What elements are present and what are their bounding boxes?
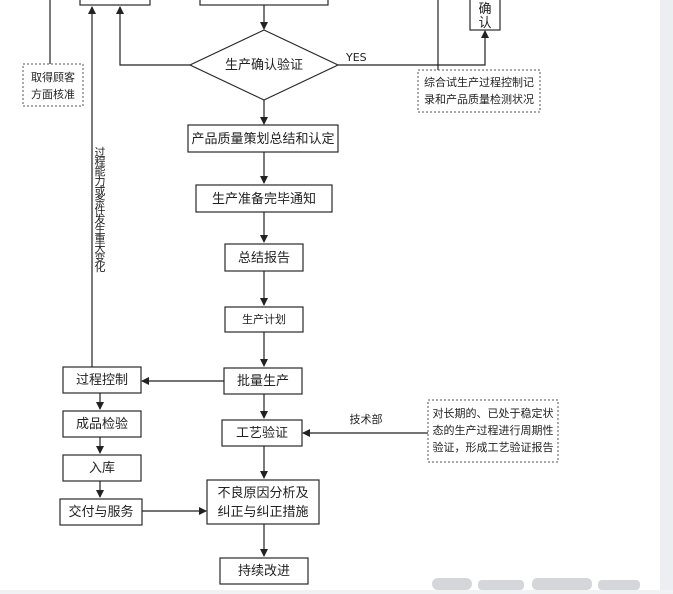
confirm-label: 确认 xyxy=(478,2,491,31)
delivery-box xyxy=(59,498,143,526)
summary-label: 总结报告 xyxy=(238,251,290,266)
tech-dept-label: 技术部 xyxy=(350,412,383,426)
feedback-vertical-label: 过程能力或条件发生重大变化 xyxy=(95,146,106,274)
right-gutter xyxy=(660,0,673,590)
delivery-label: 交付与服务 xyxy=(68,504,133,520)
prod-plan-label: 生产计划 xyxy=(242,312,286,326)
periodic-verify-box xyxy=(427,399,559,463)
top-left-box xyxy=(79,0,151,6)
customer-approval-label: 取得顾客方面核准 xyxy=(31,70,75,101)
warehouse-label: 入库 xyxy=(89,460,115,476)
production-verify-label: 生产确认验证 xyxy=(225,57,303,73)
yes-label: YES xyxy=(345,51,367,64)
root-cause-label: 不良原因分析及纠正与纠正措施 xyxy=(217,485,308,520)
yes-arrow xyxy=(338,30,489,66)
craft-verify-box xyxy=(221,419,303,447)
warehouse-box xyxy=(62,454,142,482)
continuous-box xyxy=(219,557,309,585)
connector-arrow xyxy=(116,6,190,66)
comprehensive-box xyxy=(417,69,541,113)
top-center-box xyxy=(199,0,329,6)
process-control-box xyxy=(62,366,142,394)
root-cause-box xyxy=(206,479,320,525)
continuous-label: 持续改进 xyxy=(238,564,290,579)
confirm-box xyxy=(469,0,501,31)
flowchart-canvas: 确认 取得顾客方面核准 生产确认验证 YES 综合试生产过程控制记录和产品质量检… xyxy=(0,0,660,590)
watermark-blur xyxy=(432,578,640,590)
customer-approval-box xyxy=(22,63,84,107)
flowchart-svg: 确认 取得顾客方面核准 生产确认验证 YES 综合试生产过程控制记录和产品质量检… xyxy=(22,0,640,590)
periodic-verify-label: 对长期的、已处于稳定状态的生产过程进行周期性验证，形成工艺验证报告 xyxy=(433,406,554,454)
craft-verify-label: 工艺验证 xyxy=(236,425,288,441)
inspection-box xyxy=(62,410,142,438)
quality-plan-box xyxy=(187,124,339,153)
prod-ready-box xyxy=(195,184,333,213)
mass-prod-box xyxy=(223,367,303,395)
quality-plan-label: 产品质量策划总结和认定 xyxy=(191,131,334,147)
mass-prod-label: 批量生产 xyxy=(237,374,289,389)
comprehensive-label: 综合试生产过程控制记录和产品质量检测状况 xyxy=(424,75,534,106)
prod-ready-label: 生产准备完毕通知 xyxy=(212,191,316,207)
process-control-label: 过程控制 xyxy=(76,373,128,388)
prod-plan-box xyxy=(224,306,304,333)
inspection-label: 成品检验 xyxy=(76,416,128,432)
